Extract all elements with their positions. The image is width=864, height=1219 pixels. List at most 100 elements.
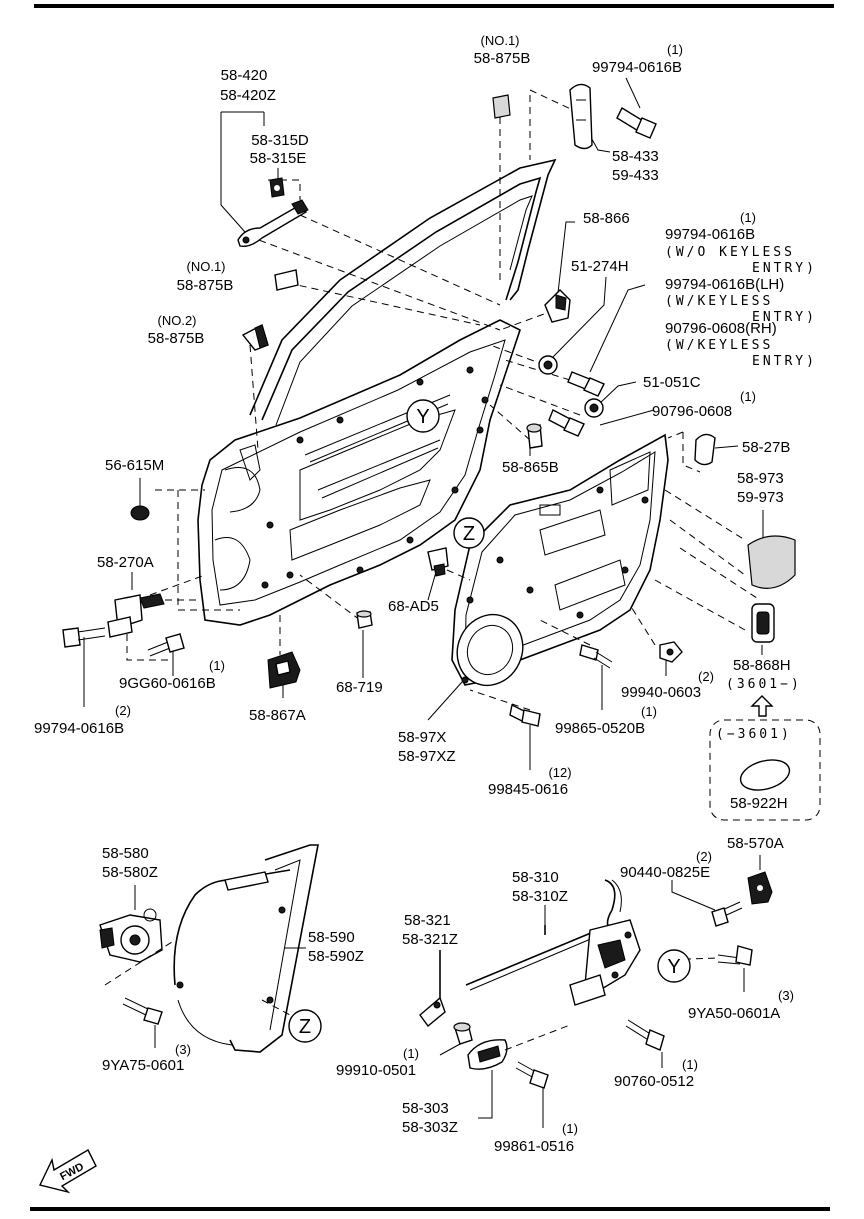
label-58-570a: 58-570A xyxy=(727,835,784,852)
fwd-arrow-icon: FWD xyxy=(38,1149,97,1194)
part-58-580-motor xyxy=(99,908,163,963)
note-entry-2: ENTRY) xyxy=(752,310,817,325)
part-58-865b-plug xyxy=(526,423,543,449)
qty-90796: (1) xyxy=(740,389,756,404)
dash-motor xyxy=(104,939,176,986)
part-58-270a-check-link xyxy=(107,593,165,638)
label-58-97xz: 58-97XZ xyxy=(398,748,456,765)
part-58-868h-hole-cover xyxy=(751,603,775,643)
dash-handle xyxy=(504,1024,571,1051)
part-56-615m-plug xyxy=(130,505,150,521)
note-3601-b: (−3601) xyxy=(716,727,792,742)
svg-text:Z: Z xyxy=(463,523,475,545)
part-58-875b-top xyxy=(492,94,511,119)
leader-58-303 xyxy=(478,1070,493,1119)
leader-90440 xyxy=(671,880,716,911)
part-9gg60-bolt xyxy=(147,633,185,657)
bottom-border xyxy=(30,1207,830,1211)
qty-99910: (1) xyxy=(403,1046,419,1061)
label-58-310: 58-310 xyxy=(512,869,559,886)
part-9ya75-bolt xyxy=(122,997,163,1025)
label-no1-top: (NO.1) xyxy=(481,33,520,48)
label-99794-top: 99794-0616B xyxy=(592,59,682,76)
label-99794-bl: 99794-0616B xyxy=(34,720,124,737)
dashed-group-58-922h xyxy=(709,719,821,821)
label-58-303z: 58-303Z xyxy=(402,1119,458,1136)
label-58-310z: 58-310Z xyxy=(512,888,568,905)
label-58-97x: 58-97X xyxy=(398,729,446,746)
label-90760: 90760-0512 xyxy=(614,1073,694,1090)
label-99794-lh: 99794-0616B(LH) xyxy=(665,276,784,293)
note-wo-keyless: (W/O KEYLESS xyxy=(665,245,795,260)
svg-text:Z: Z xyxy=(299,1016,311,1038)
label-99940: 99940-0603 xyxy=(621,684,701,701)
svg-text:Y: Y xyxy=(416,406,429,428)
part-51-051c-washer xyxy=(584,398,604,418)
part-58-433-bracket xyxy=(569,83,593,150)
part-90760-bolt xyxy=(625,1019,665,1051)
label-58-303: 58-303 xyxy=(402,1100,449,1117)
part-90440-screw xyxy=(711,901,743,927)
label-9gg60: 9GG60-0616B xyxy=(119,675,216,692)
part-latch-assembly xyxy=(569,919,641,1006)
part-58-315d-clip xyxy=(269,177,285,198)
part-99794-bl-bolt xyxy=(62,627,106,648)
top-border xyxy=(34,4,834,8)
label-58-868h: 58-868H xyxy=(733,657,791,674)
qty-99794-bl: (2) xyxy=(115,703,131,718)
part-58-321-link xyxy=(419,950,446,1028)
label-90796-rh: 90796-0608(RH) xyxy=(665,320,777,337)
label-58-315e: 58-315E xyxy=(250,150,307,167)
label-58-865b: 58-865B xyxy=(502,459,559,476)
part-99794-top-bolt xyxy=(616,107,657,139)
note-w-keyless-1: (W/KEYLESS xyxy=(665,294,773,309)
label-90796: 90796-0608 xyxy=(652,403,732,420)
part-99910-clip xyxy=(453,1022,473,1045)
part-58-303-handle xyxy=(467,1039,508,1070)
label-58-866: 58-866 xyxy=(583,210,630,227)
qty-9gg60: (1) xyxy=(209,658,225,673)
label-9ya75: 9YA75-0601 xyxy=(102,1057,184,1074)
qty-90760: (1) xyxy=(682,1057,698,1072)
part-68-719-clip xyxy=(356,610,373,629)
part-58-875b-mid xyxy=(274,269,299,291)
qty-99794-kl: (1) xyxy=(740,210,756,225)
part-58-420-handle xyxy=(237,199,309,248)
label-58-420: 58-420 xyxy=(221,67,268,84)
note-entry-1: ENTRY) xyxy=(752,261,817,276)
label-68-ad5: 68-AD5 xyxy=(388,598,439,615)
part-51-274h-grommet xyxy=(538,355,558,375)
part-99861-screw xyxy=(515,1061,549,1089)
label-58-321z: 58-321Z xyxy=(402,931,458,948)
part-58-27b-seal xyxy=(694,433,716,466)
label-99861: 99861-0516 xyxy=(494,1138,574,1155)
dash-z xyxy=(261,999,291,1016)
callout-y-upper: Y xyxy=(406,399,440,433)
part-58-866-bracket xyxy=(544,289,571,323)
part-keyless-bolt xyxy=(567,371,605,397)
part-99845-screw xyxy=(509,703,541,727)
label-58-580z: 58-580Z xyxy=(102,864,158,881)
part-58-875b-no2 xyxy=(241,323,269,351)
qty-90440: (2) xyxy=(696,849,712,864)
label-99794-kl: 99794-0616B xyxy=(665,226,755,243)
label-58-590z: 58-590Z xyxy=(308,948,364,965)
label-no1-mid: (NO.1) xyxy=(187,259,226,274)
note-w-keyless-2: (W/KEYLESS xyxy=(665,338,773,353)
part-68-ad5-clip xyxy=(427,547,449,577)
qty-99794-top: (1) xyxy=(667,42,683,57)
label-51-274h: 51-274H xyxy=(571,258,629,275)
callout-z-upper: Z xyxy=(453,517,485,549)
label-58-580: 58-580 xyxy=(102,845,149,862)
label-99845: 99845-0616 xyxy=(488,781,568,798)
part-99865-screw xyxy=(579,644,613,669)
svg-text:Y: Y xyxy=(667,956,680,978)
callout-z-lower: Z xyxy=(288,1009,322,1043)
label-99910: 99910-0501 xyxy=(336,1062,416,1079)
label-58-875b-low: 58-875B xyxy=(148,330,205,347)
part-9ya50-bolt xyxy=(717,945,753,966)
label-56-615m: 56-615M xyxy=(105,457,164,474)
label-58-420z: 58-420Z xyxy=(220,87,276,104)
callout-y-lower: Y xyxy=(657,949,691,983)
